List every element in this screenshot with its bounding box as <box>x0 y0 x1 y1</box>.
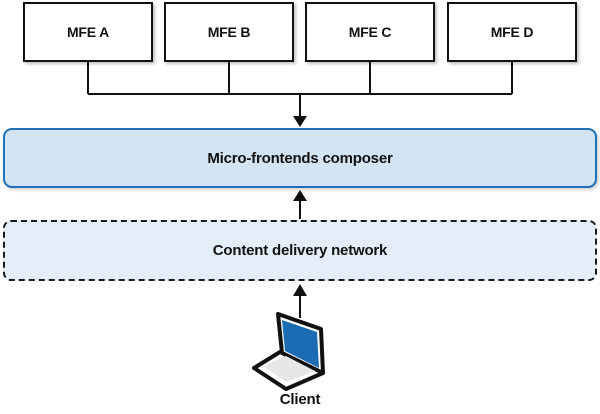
up-arrow-client-to-cdn <box>293 284 307 318</box>
client-label: Client <box>279 391 321 408</box>
mfe-b-label: MFE B <box>207 24 251 40</box>
mfe-c-box: MFE C <box>305 2 435 62</box>
up-arrow-cdn-to-composer <box>293 190 307 219</box>
mfe-b-box: MFE B <box>164 2 294 62</box>
cdn-label: Content delivery network <box>212 242 388 259</box>
composer-box: Micro-frontends composer <box>3 128 597 188</box>
mfe-a-box: MFE A <box>23 2 153 62</box>
laptop-icon <box>252 312 325 391</box>
composer-label: Micro-frontends composer <box>207 149 393 167</box>
mfe-bus-lines <box>87 62 513 95</box>
mfe-d-label: MFE D <box>490 24 534 40</box>
mfe-a-label: MFE A <box>66 24 110 40</box>
mfe-d-box: MFE D <box>447 2 577 62</box>
cdn-box: Content delivery network <box>3 220 597 281</box>
down-arrow-bus-to-composer <box>293 94 307 127</box>
mfe-c-label: MFE C <box>348 24 392 40</box>
